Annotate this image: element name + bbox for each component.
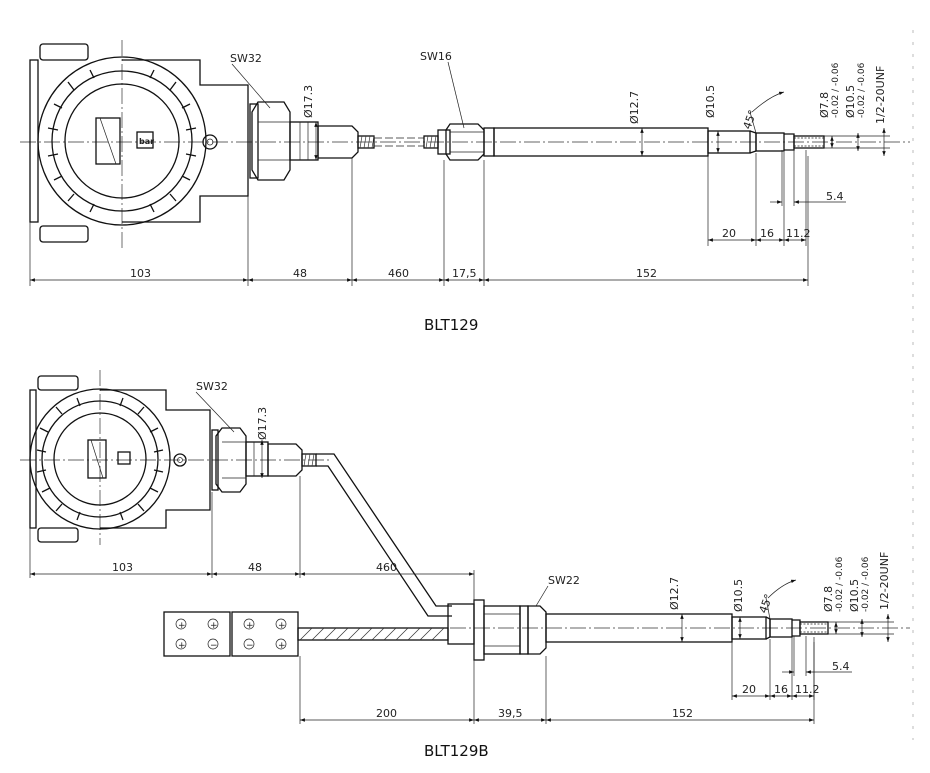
dim-value: 16 — [760, 227, 774, 240]
angle-label: 45° — [741, 108, 760, 131]
thread-label: 1/2-20UNF — [878, 552, 891, 610]
sw16-fitting — [423, 123, 495, 161]
transmitter-housing: bar — [29, 43, 249, 243]
tip2-tolerance-label: -0.02 / -0.06 — [857, 62, 867, 118]
minus-icon: − — [210, 641, 218, 651]
dim-value: 11.2 — [786, 227, 811, 240]
dim-value: 103 — [112, 561, 133, 574]
transmitter-housing — [29, 375, 211, 543]
plus-icon: + — [210, 621, 218, 631]
dim-value: 48 — [248, 561, 262, 574]
dim-value: 16 — [774, 683, 788, 696]
dim-value: 20 — [722, 227, 736, 240]
tip-diameter-label: Ø7.8 — [822, 586, 835, 612]
small-length-label: 5.4 — [826, 190, 844, 203]
dim-value: 460 — [388, 267, 409, 280]
braided-cable — [297, 627, 449, 641]
caption-blt129: BLT129 — [424, 316, 478, 334]
small-length-label: 5.4 — [832, 660, 850, 673]
dim-value: 17,5 — [452, 267, 477, 280]
dim-value: 152 — [672, 707, 693, 720]
process-fitting — [249, 101, 375, 181]
tip-tolerance-label: -0.02 / -0.06 — [835, 556, 845, 612]
caption-blt129b: BLT129B — [424, 742, 489, 760]
sw32-label: SW32 — [196, 380, 228, 393]
dim-value: 103 — [130, 267, 151, 280]
tip-diameter-label: Ø7.8 — [818, 92, 831, 118]
dim-value: 152 — [636, 267, 657, 280]
tip2-diameter-label: Ø10.5 — [844, 85, 857, 118]
sensor-probe — [545, 613, 829, 643]
step-diameter-label: Ø10.5 — [704, 85, 717, 118]
plus-icon: + — [178, 621, 186, 631]
tip2-diameter-label: Ø10.5 — [848, 579, 861, 612]
angle-label: 45° — [757, 592, 776, 615]
dim-value: 11.2 — [795, 683, 820, 696]
drawing-blt129: bar — [20, 40, 910, 334]
process-fitting — [211, 427, 317, 493]
housing-slots — [47, 69, 197, 213]
step-diameter-label: Ø10.5 — [732, 579, 745, 612]
sw16-label: SW16 — [420, 50, 452, 63]
dim-value: 460 — [376, 561, 397, 574]
neck-diameter-label: Ø17.3 — [256, 407, 269, 440]
tip2-tolerance-label: -0.02 / -0.06 — [861, 556, 871, 612]
dim-value: 48 — [293, 267, 307, 280]
svg-text:bar: bar — [139, 137, 154, 146]
bar-logo-icon — [117, 451, 131, 465]
plus-icon: + — [278, 621, 286, 631]
plus-icon: + — [178, 641, 186, 651]
connector-block: + + + − + + − + — [163, 611, 299, 657]
dim-value: 200 — [376, 707, 397, 720]
drawing-blt129b: + + + − + + − + — [20, 370, 910, 760]
housing-slots — [36, 397, 164, 521]
tube-diameter-label: Ø12.7 — [668, 577, 681, 610]
tip-tolerance-label: -0.02 / -0.06 — [831, 62, 841, 118]
sw22-fitting — [447, 599, 547, 661]
sensor-probe — [493, 127, 825, 157]
plus-icon: + — [246, 621, 254, 631]
thread-label: 1/2-20UNF — [874, 66, 887, 124]
sw32-label: SW32 — [230, 52, 262, 65]
bar-logo-icon — [136, 131, 154, 149]
plus-icon: + — [278, 641, 286, 651]
minus-icon: − — [246, 641, 254, 651]
neck-diameter-label: Ø17.3 — [302, 85, 315, 118]
dim-value: 39,5 — [498, 707, 523, 720]
sw22-label: SW22 — [548, 574, 580, 587]
tube-diameter-label: Ø12.7 — [628, 91, 641, 124]
dim-value: 20 — [742, 683, 756, 696]
